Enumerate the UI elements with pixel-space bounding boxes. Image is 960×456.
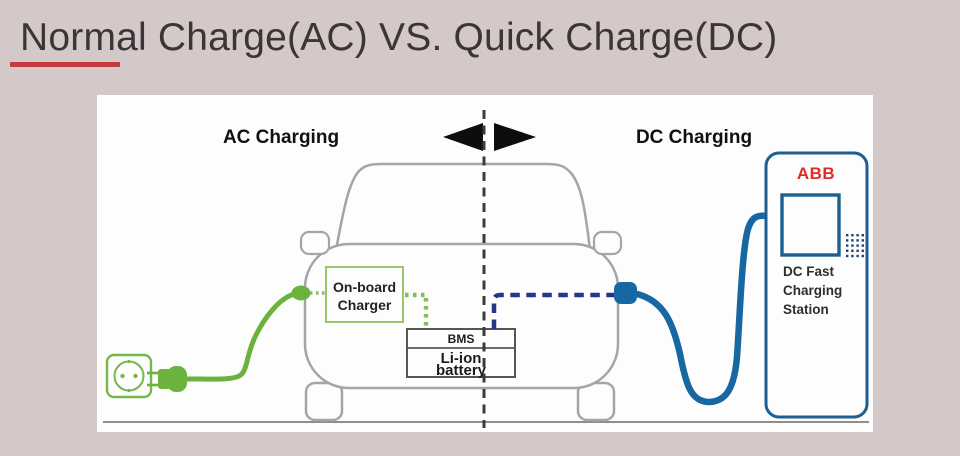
arrow-left-icon bbox=[443, 123, 483, 151]
abb-logo: ABB bbox=[797, 164, 835, 183]
ac-cable bbox=[183, 291, 297, 382]
wall-socket-icon bbox=[105, 353, 153, 399]
station-dots bbox=[846, 234, 864, 258]
onboard-charger-label-line1: On-board bbox=[333, 279, 396, 295]
ac-dotted-link-to-battery bbox=[405, 292, 429, 328]
station-screen bbox=[780, 193, 841, 257]
diagram-panel: AC Charging DC Charging bbox=[97, 95, 873, 432]
battery-label-line1: Li-ion bbox=[441, 350, 482, 367]
station-label-line1: DC Fast bbox=[783, 264, 835, 279]
arrow-right-icon bbox=[494, 123, 536, 151]
station-label-line2: Charging bbox=[783, 283, 842, 298]
dc-charging-label: DC Charging bbox=[636, 127, 752, 148]
title-underline bbox=[10, 62, 120, 67]
ac-charging-label: AC Charging bbox=[223, 127, 339, 148]
car-wheel-right bbox=[576, 381, 616, 422]
car-mirror-right bbox=[592, 230, 623, 256]
onboard-charger-box: On-board Charger bbox=[325, 266, 404, 323]
station-label-line3: Station bbox=[783, 302, 829, 317]
car-wheel-left bbox=[304, 381, 344, 422]
page-title: Normal Charge(AC) VS. Quick Charge(DC) bbox=[20, 16, 778, 59]
onboard-charger-label-line2: Charger bbox=[338, 297, 392, 313]
dc-dashed-link bbox=[491, 292, 616, 329]
battery-box: BMS Li-ion battery bbox=[406, 328, 516, 379]
ac-plug-icon bbox=[147, 366, 187, 392]
car-mirror-left bbox=[299, 230, 331, 256]
dc-station: ABB DC Fast Charging Station bbox=[764, 151, 869, 419]
ac-inlet-connector bbox=[291, 285, 311, 301]
dc-inlet-connector bbox=[614, 282, 637, 304]
car-cabin bbox=[334, 162, 592, 251]
dc-cable bbox=[633, 212, 771, 406]
bms-label: BMS bbox=[448, 332, 475, 346]
battery-label-line2: battery bbox=[436, 362, 487, 379]
ev-charging-diagram: AC Charging DC Charging bbox=[103, 110, 869, 428]
